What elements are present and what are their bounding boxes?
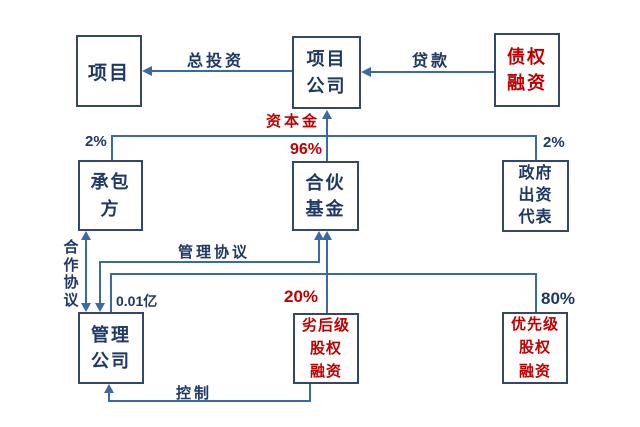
contractor-stub-line — [111, 135, 113, 160]
total-investment-label: 总投资 — [187, 53, 245, 70]
cooperation-agreement-line — [85, 239, 87, 305]
capital-pct-center-label: 96% — [290, 141, 323, 158]
node-project: 项目 — [76, 35, 142, 107]
government-stub-line — [535, 135, 537, 160]
control-line — [309, 384, 311, 402]
capital-pct-right-label: 2% — [543, 134, 565, 151]
contribution-stub-senior-line — [535, 273, 537, 312]
control-label: 控制 — [176, 385, 213, 402]
node-contractor: 承包 方 — [78, 160, 143, 231]
arrowhead-left-icon — [361, 67, 371, 77]
node-debt-financing: 债权 融资 — [494, 33, 560, 107]
arrowhead-up-icon — [322, 110, 332, 119]
contribution-stub-management-line — [110, 273, 112, 312]
capital-pct-left-label: 2% — [85, 133, 107, 150]
node-senior-equity: 优先级 股权 融资 — [502, 312, 568, 384]
management-agreement-line — [318, 239, 320, 263]
node-partnership-fund: 合伙 基金 — [292, 161, 359, 231]
cooperation-agreement-label: 合 作 协 议 — [63, 239, 79, 310]
loan-label: 贷款 — [412, 53, 451, 70]
node-government-rep: 政府 出资 代表 — [502, 160, 569, 232]
arrowhead-down-icon — [81, 303, 91, 312]
total-investment-line — [152, 70, 292, 72]
arrowhead-down-icon — [95, 303, 105, 312]
capital-label: 资本金 — [266, 113, 321, 130]
arrowhead-up-icon — [314, 231, 324, 240]
contribution-center-line — [326, 239, 328, 313]
arrowhead-up-icon — [81, 231, 91, 240]
management-agreement-line — [99, 261, 320, 263]
management-agreement-label: 管理协议 — [178, 244, 251, 261]
node-project-company: 项目 公司 — [292, 36, 361, 109]
arrowhead-up-icon — [322, 231, 332, 240]
management-agreement-line — [99, 261, 101, 304]
control-line — [108, 392, 110, 402]
loan-line — [371, 71, 494, 73]
equity-rail-line — [111, 135, 537, 137]
contribution-rail-line — [110, 273, 537, 275]
control-line — [108, 400, 311, 402]
subordinated-pct-label: 20% — [284, 287, 319, 306]
node-subordinated-equity: 劣后级 股权 融资 — [293, 313, 359, 384]
arrowhead-up-icon — [104, 384, 114, 393]
arrowhead-left-icon — [142, 66, 152, 76]
node-management-company: 管理 公司 — [78, 312, 144, 384]
management-contribution-label: 0.01亿 — [116, 293, 158, 309]
senior-pct-label: 80% — [541, 289, 576, 308]
capital-line — [326, 118, 328, 161]
